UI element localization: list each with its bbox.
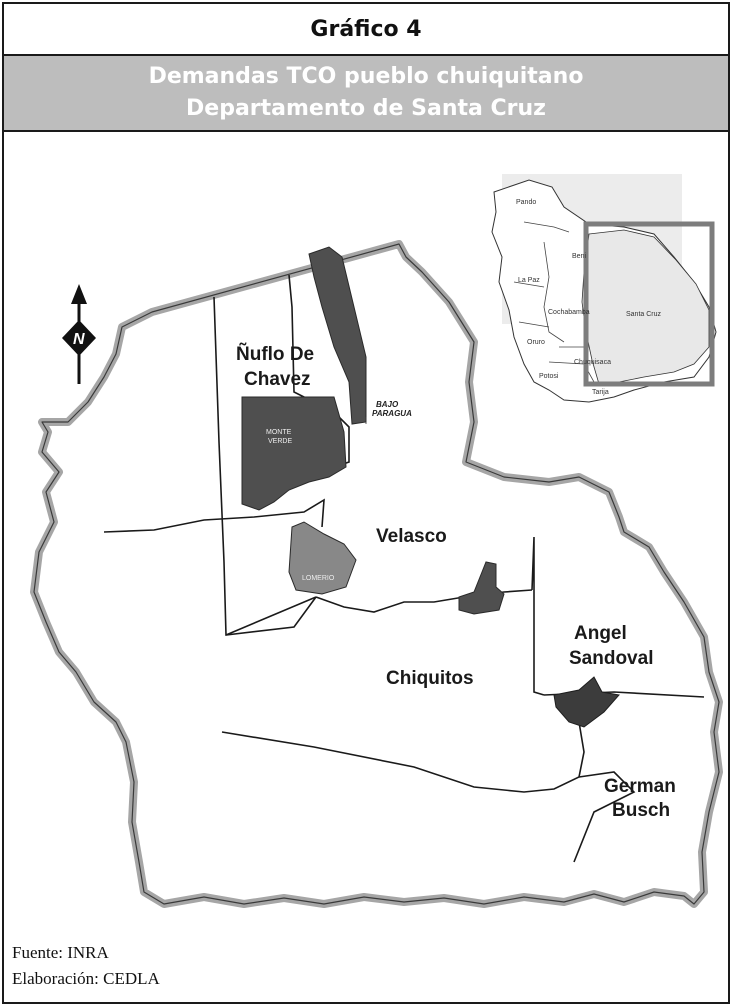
province-label-sandoval-2: Sandoval — [569, 648, 653, 669]
inset-label-pando: Pando — [516, 199, 536, 206]
boundary-velasco-west — [103, 498, 325, 533]
inset-highlight-frame — [583, 221, 715, 387]
boundary-nuflo-west — [213, 296, 225, 563]
footer-elaboration: Elaboración: CEDLA — [12, 969, 160, 988]
tco-lomerio-area — [288, 521, 357, 595]
boundary-sandoval-west — [531, 536, 545, 696]
tco-label-lomerio: LOMERIO — [302, 575, 335, 582]
north-arrow-letter: N — [73, 331, 85, 348]
boundary-nuflo-south — [223, 561, 317, 636]
inset-label-chuquisaca: Chuquisaca — [574, 359, 611, 366]
boundary-busch — [573, 771, 636, 863]
tco-sandoval-area — [553, 676, 620, 728]
map-svg: MONTE VERDE LOMERIO BAJO PARAGUA Ñuflo D… — [30, 174, 723, 908]
tco-label-monte-verde-1: MONTE — [266, 429, 292, 436]
boundary-chiquitos-north — [225, 596, 317, 636]
footer-source: Fuente: INRA — [12, 943, 109, 962]
figure-number: Gráfico 4 — [4, 4, 728, 56]
province-label-velasco: Velasco — [376, 526, 447, 547]
province-label-nuflo-1: Ñuflo De — [236, 343, 314, 365]
title-line-1: Demandas TCO pueblo chuiquitano — [148, 64, 584, 89]
tco-monte-verde-area — [241, 396, 347, 511]
inset-label-tarija: Tarija — [592, 389, 609, 396]
inset-label-beni: Beni — [572, 253, 586, 260]
figure-footer: Fuente: INRA Elaboración: CEDLA — [12, 940, 160, 992]
tco-bajo-paragua-area — [308, 246, 367, 425]
boundary-chiquitos-south — [221, 721, 585, 793]
inset-label-la-paz: La Paz — [518, 277, 540, 284]
figure-title: Demandas TCO pueblo chuiquitano Departam… — [4, 56, 728, 132]
province-label-busch-2: Busch — [612, 800, 670, 821]
province-label-chiquitos: Chiquitos — [386, 668, 474, 689]
inset-label-santa-cruz: Santa Cruz — [626, 311, 662, 318]
department-border-outline — [33, 243, 720, 905]
tco-label-bajo-paragua-2: PARAGUA — [372, 409, 412, 418]
tco-velasco-east-area — [458, 561, 505, 615]
tco-label-bajo-paragua-1: BAJO — [376, 400, 399, 409]
province-label-nuflo-2: Chavez — [244, 369, 311, 390]
inset-label-potosi: Potosi — [539, 373, 559, 380]
title-line-2: Departamento de Santa Cruz — [186, 96, 546, 121]
tco-label-monte-verde-2: VERDE — [268, 438, 292, 445]
north-arrow-icon: N — [62, 284, 96, 384]
inset-label-oruro: Oruro — [527, 339, 545, 346]
province-label-sandoval-1: Angel — [574, 623, 627, 644]
province-label-busch-1: German — [604, 776, 676, 797]
map-area: MONTE VERDE LOMERIO BAJO PARAGUA Ñuflo D… — [4, 132, 728, 932]
inset-map: Pando Beni La Paz Cochabamba Santa Cruz … — [491, 174, 717, 403]
inset-label-cochabamba: Cochabamba — [548, 309, 590, 316]
